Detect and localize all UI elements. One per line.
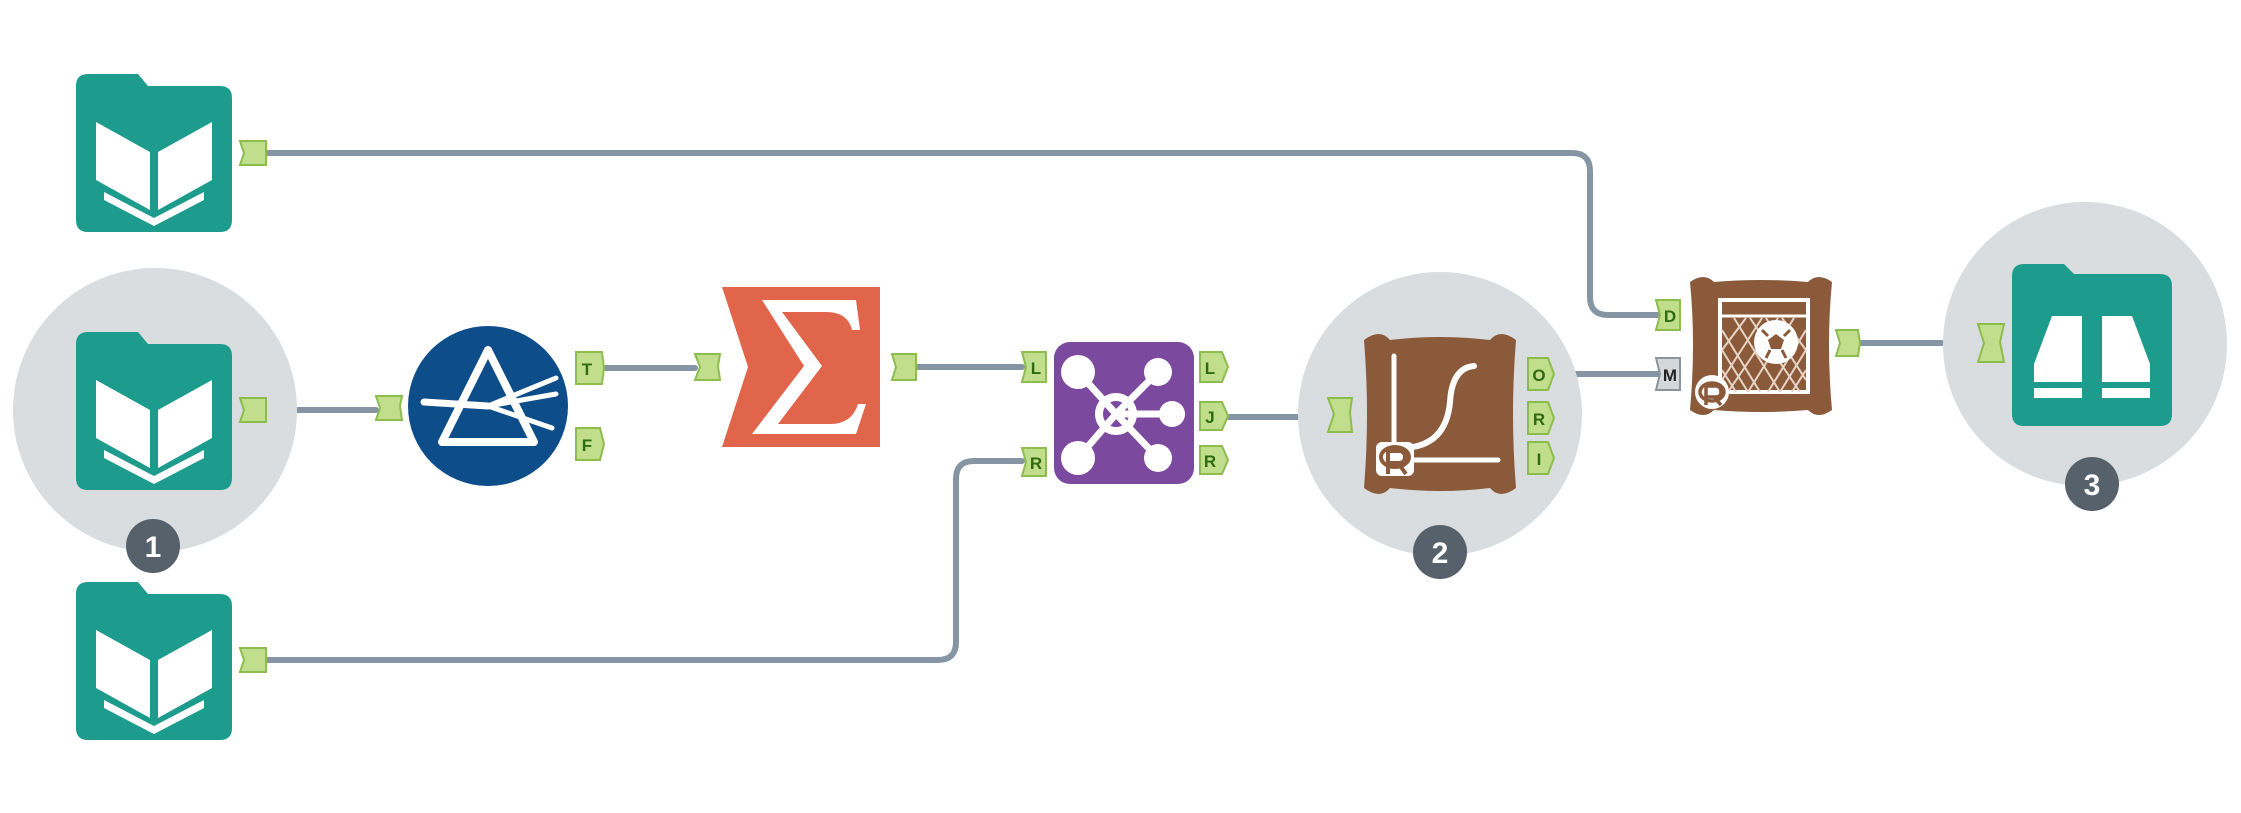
prism-icon (420, 346, 559, 446)
input-anchor-browse[interactable] (1976, 323, 2006, 363)
r-logo-icon (1376, 442, 1414, 476)
output-anchor-filter-false[interactable]: F (575, 427, 606, 461)
step-badge-3: 3 (2065, 457, 2119, 511)
sigma-icon (752, 300, 866, 434)
step-badge-1-label: 1 (145, 531, 162, 564)
network-nodes (1061, 355, 1185, 475)
output-anchor-summarize[interactable] (890, 353, 917, 381)
connections (261, 150, 1981, 663)
summarize-tool-bg (722, 287, 880, 447)
port-label-model-r: R (1533, 410, 1545, 429)
port-label-model-o: O (1532, 366, 1545, 385)
input-anchor-join-right[interactable]: R (1020, 447, 1047, 477)
r-score-tool[interactable] (1690, 277, 1832, 415)
port-label-join-right-in: R (1030, 454, 1042, 473)
binoculars-icon (2034, 316, 2150, 398)
output-anchor-model-r[interactable]: R (1527, 401, 1556, 435)
port-label-join-join-out: J (1205, 408, 1214, 427)
port-label-score-d: D (1664, 307, 1676, 326)
port-label-model-i: I (1537, 450, 1542, 469)
output-anchor-r-score[interactable] (1834, 329, 1862, 357)
output-anchor-model-i[interactable]: I (1527, 441, 1556, 475)
book-pages (96, 122, 212, 226)
filter-tool[interactable] (408, 326, 568, 486)
browse-tool-bg (2012, 264, 2172, 426)
port-label-join-left-in: L (1031, 359, 1041, 378)
port-label-join-right-out: R (1204, 452, 1216, 471)
input-anchor-filter[interactable] (374, 395, 404, 421)
summarize-tool[interactable] (722, 287, 880, 447)
step-badge-2: 2 (1413, 525, 1467, 579)
open-book-icon (76, 74, 232, 232)
port-label-filter-true: T (582, 360, 593, 379)
connection-bottom-input-to-join-right[interactable] (261, 458, 1025, 663)
output-anchor-input-bottom[interactable] (238, 647, 267, 673)
step-badge-3-label: 3 (2084, 469, 2101, 502)
input-anchor-join-left[interactable]: L (1020, 351, 1047, 383)
port-label-join-left-out: L (1205, 359, 1215, 378)
r-model-tool[interactable] (1364, 334, 1516, 494)
r-logo-icon (1695, 375, 1729, 409)
port-label-score-m: M (1663, 366, 1677, 385)
input-anchor-summarize[interactable] (693, 353, 722, 381)
step-badge-2-label: 2 (1432, 537, 1449, 570)
output-anchor-filter-true[interactable]: T (575, 351, 606, 385)
input-tool-bottom[interactable] (76, 582, 232, 740)
book-pages (96, 380, 212, 484)
connection-top-input-to-score[interactable] (261, 150, 1661, 318)
step-badge-1: 1 (126, 519, 180, 573)
input-tool-mid[interactable] (76, 332, 232, 490)
output-anchor-join-left[interactable]: L (1199, 351, 1230, 383)
input-tool-top[interactable] (76, 74, 232, 232)
open-book-icon (76, 582, 232, 740)
input-anchor-score-m[interactable]: M (1654, 357, 1681, 391)
output-anchor-model-o[interactable]: O (1527, 357, 1556, 391)
browse-tool[interactable] (2012, 264, 2172, 426)
output-anchor-input-mid[interactable] (238, 397, 267, 423)
input-anchor-score-d[interactable]: D (1654, 299, 1681, 331)
soccer-net-icon (1718, 298, 1810, 394)
input-anchor-r-model[interactable] (1326, 397, 1354, 433)
output-anchor-input-top[interactable] (238, 140, 267, 166)
join-tool[interactable] (1054, 342, 1194, 484)
book-pages (96, 630, 212, 734)
port-label-filter-false: F (582, 436, 592, 455)
output-anchor-join-right[interactable]: R (1199, 445, 1230, 475)
output-anchor-join-join[interactable]: J (1199, 401, 1230, 431)
open-book-icon (76, 332, 232, 490)
